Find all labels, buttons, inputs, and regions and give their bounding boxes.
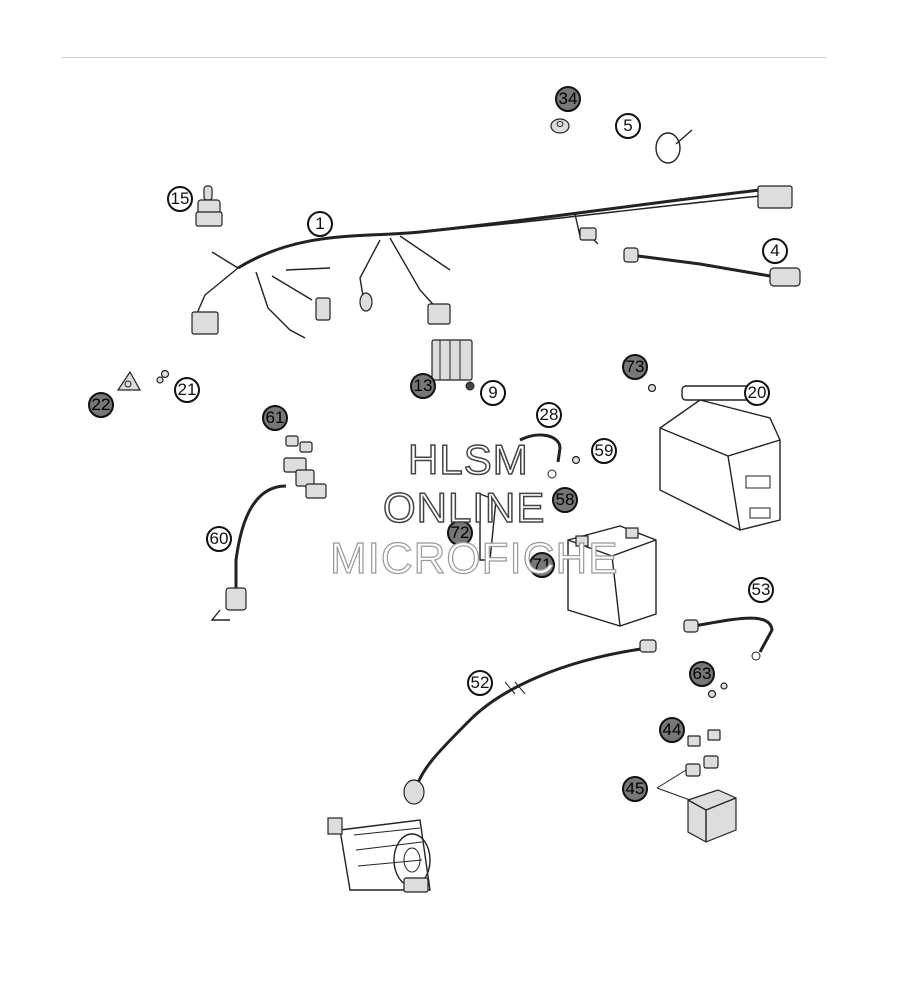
watermark-line-1: HLSM bbox=[407, 435, 529, 484]
part-1-wiring-harness bbox=[191, 185, 793, 339]
callout-13: 13 bbox=[410, 373, 436, 399]
callout-58: 58 bbox=[552, 487, 578, 513]
starter-motor bbox=[327, 817, 431, 893]
callout-21: 21 bbox=[174, 377, 200, 403]
part-34-nut bbox=[550, 118, 570, 134]
part-63-screws bbox=[707, 682, 728, 699]
part-21-screw bbox=[156, 369, 170, 384]
callout-71: 71 bbox=[529, 552, 555, 578]
callout-34: 34 bbox=[555, 86, 581, 112]
part-28-cable bbox=[519, 433, 562, 463]
part-15-switch bbox=[195, 185, 223, 227]
part-4-sensor-cable bbox=[623, 247, 801, 287]
callout-5: 5 bbox=[615, 113, 641, 139]
part-9-screw bbox=[465, 381, 475, 391]
callout-63: 63 bbox=[689, 661, 715, 687]
callout-52: 52 bbox=[467, 670, 493, 696]
part-45-relay bbox=[656, 755, 737, 843]
callout-45: 45 bbox=[622, 776, 648, 802]
callout-44: 44 bbox=[659, 717, 685, 743]
part-59-screw bbox=[571, 455, 581, 465]
part-60-cable bbox=[210, 457, 327, 621]
part-5-cable-tie bbox=[655, 129, 693, 164]
part-13-regulator bbox=[431, 339, 473, 381]
watermark-line-2: ONLINE bbox=[382, 483, 546, 532]
callout-53: 53 bbox=[748, 577, 774, 603]
callout-61: 61 bbox=[262, 405, 288, 431]
part-61-cap bbox=[285, 435, 313, 453]
callout-15: 15 bbox=[167, 186, 193, 212]
watermark-line-3: MICROFICHE bbox=[329, 533, 619, 583]
callout-20: 20 bbox=[744, 380, 770, 406]
top-divider bbox=[62, 57, 826, 58]
callout-72: 72 bbox=[447, 520, 473, 546]
callout-4: 4 bbox=[762, 238, 788, 264]
callout-28: 28 bbox=[536, 402, 562, 428]
callout-59: 59 bbox=[591, 438, 617, 464]
part-20-battery-box bbox=[659, 385, 781, 531]
callout-1: 1 bbox=[307, 211, 333, 237]
callout-22: 22 bbox=[88, 392, 114, 418]
callout-73: 73 bbox=[622, 354, 648, 380]
part-71-battery bbox=[567, 525, 657, 627]
part-52-starter-cable bbox=[403, 639, 657, 805]
part-72-strap bbox=[479, 492, 497, 561]
part-58-washer bbox=[547, 469, 557, 479]
callout-60: 60 bbox=[206, 526, 232, 552]
part-22-bracket bbox=[116, 370, 142, 391]
part-44-fuses bbox=[687, 729, 721, 747]
part-73-screw bbox=[647, 383, 657, 393]
part-53-ground-cable bbox=[683, 616, 774, 661]
callout-9: 9 bbox=[480, 380, 506, 406]
